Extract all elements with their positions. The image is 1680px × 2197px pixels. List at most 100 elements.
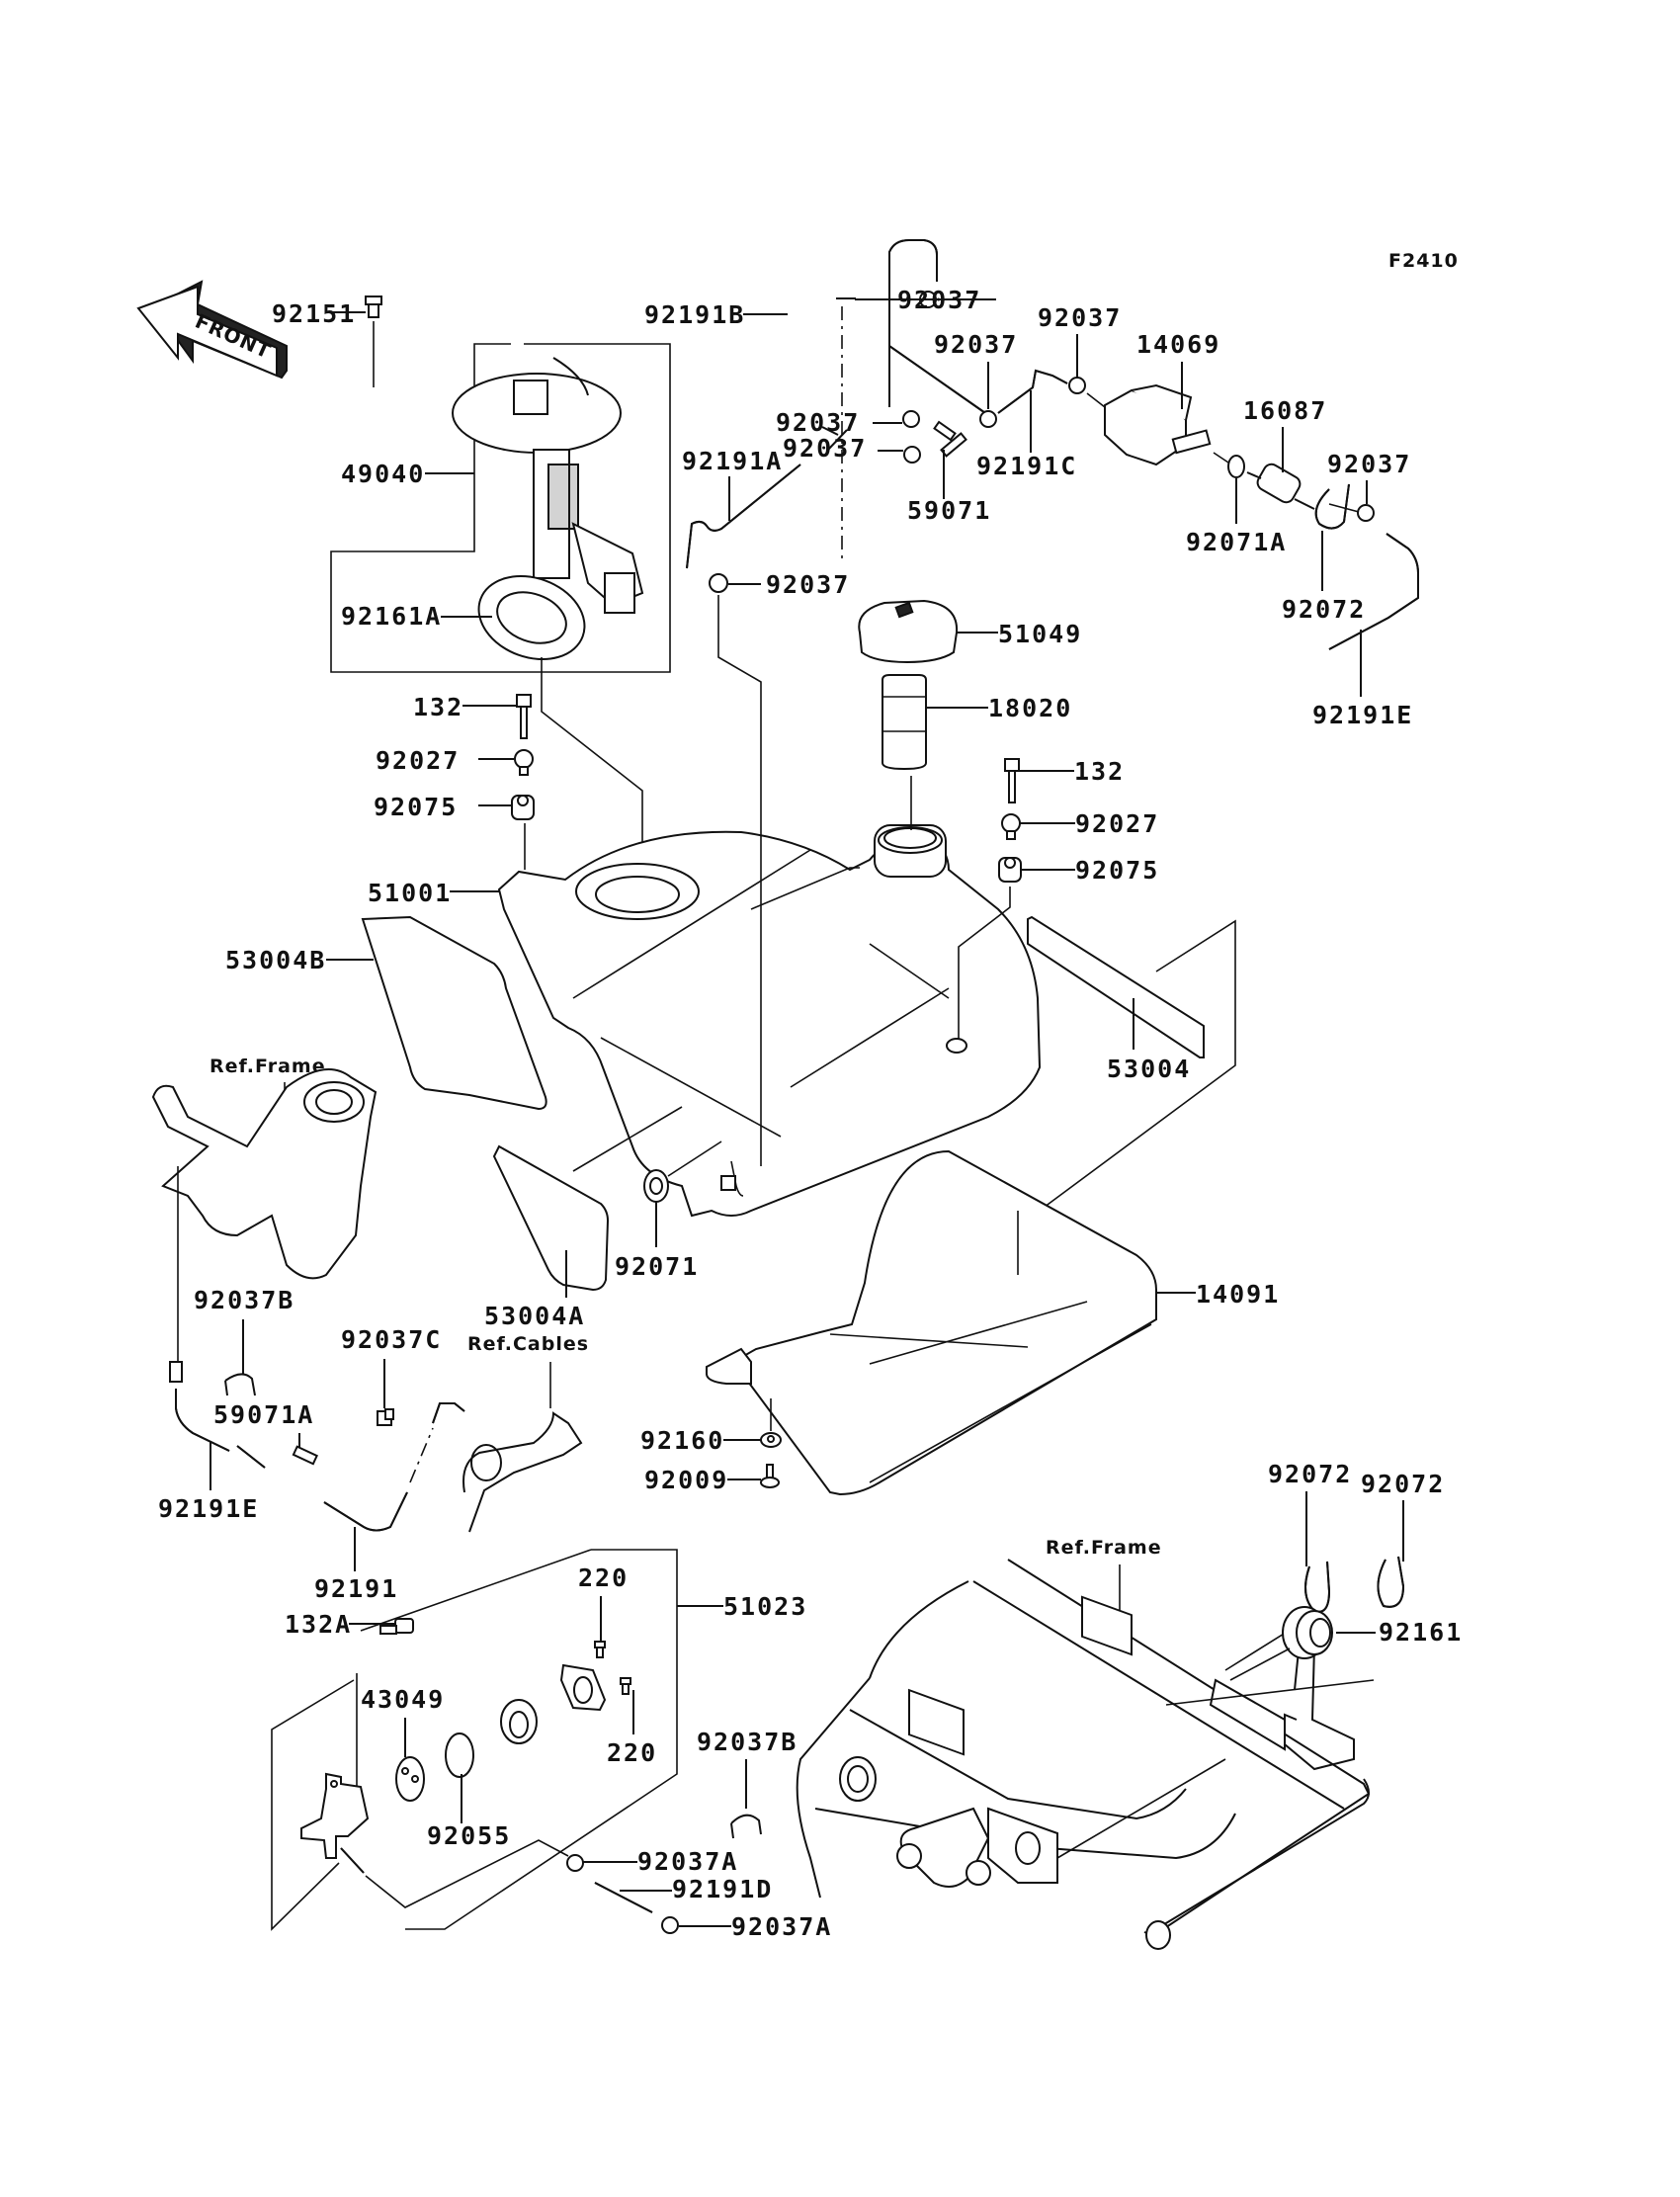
label-59071A[interactable]: 59071A [213,1400,314,1429]
label-92191C[interactable]: 92191C [976,452,1077,480]
part-92027-left[interactable] [514,749,534,776]
hose-92191C[interactable] [997,369,1068,414]
label-43049[interactable]: 43049 [361,1685,445,1714]
label-132-right[interactable]: 132 [1074,757,1125,786]
label-59071[interactable]: 59071 [907,496,991,525]
part-92009[interactable] [760,1464,780,1488]
label-53004A[interactable]: 53004A [484,1302,585,1330]
part-49040[interactable] [452,357,644,614]
label-92191B[interactable]: 92191B [644,300,745,329]
part-strainer[interactable] [500,1699,538,1744]
part-92161[interactable] [1229,1606,1333,1681]
label-220-bottom[interactable]: 220 [607,1738,657,1767]
label-53004[interactable]: 53004 [1107,1055,1191,1083]
part-51001-fuel-tank[interactable] [497,824,1042,1218]
part-92037B-left[interactable] [224,1373,256,1396]
part-92037-lower-left[interactable] [903,446,921,464]
part-92160[interactable] [760,1432,782,1448]
hose-92191D[interactable] [594,1882,653,1913]
label-92075-right[interactable]: 92075 [1075,856,1159,885]
label-92160[interactable]: 92160 [640,1426,724,1455]
part-43049[interactable] [395,1756,425,1802]
label-92027-right[interactable]: 92027 [1075,809,1159,838]
label-92191[interactable]: 92191 [314,1574,398,1603]
label-49040[interactable]: 49040 [341,460,425,488]
label-16087[interactable]: 16087 [1243,396,1327,425]
hose-92191[interactable] [323,1402,465,1532]
label-92037B-left[interactable]: 92037B [194,1286,294,1314]
part-92071[interactable] [643,1141,722,1203]
label-92055[interactable]: 92055 [427,1821,511,1850]
label-92191E-left[interactable]: 92191E [158,1494,259,1523]
label-92037-mid-b[interactable]: 92037 [1038,303,1122,332]
part-92072-right[interactable] [1377,1556,1405,1608]
label-92037-upper-left[interactable]: 92037 [776,408,860,437]
part-92037C[interactable] [377,1408,394,1426]
label-92191E-right[interactable]: 92191E [1312,701,1413,729]
part-92027-right[interactable] [1001,813,1021,840]
label-92037-lower-left[interactable]: 92037 [783,434,867,463]
part-53004A[interactable] [492,1144,610,1292]
label-92075-left[interactable]: 92075 [374,793,458,821]
label-92071A[interactable]: 92071A [1186,528,1287,556]
label-132-left[interactable]: 132 [413,693,463,721]
label-92161[interactable]: 92161 [1379,1618,1463,1647]
part-fuel-cock-body[interactable] [300,1772,370,1874]
part-53004[interactable] [1027,915,1205,1058]
label-92009[interactable]: 92009 [644,1466,728,1494]
part-18020[interactable] [882,674,927,771]
label-92072-right[interactable]: 92072 [1361,1470,1445,1498]
label-53004B[interactable]: 53004B [225,946,326,974]
part-92037-mid-a[interactable] [979,410,997,428]
part-16087[interactable] [1246,462,1315,510]
label-92037A-bottom[interactable]: 92037A [731,1912,832,1941]
label-92071[interactable]: 92071 [615,1252,699,1281]
part-220-top[interactable] [594,1641,606,1658]
hose-92191E-right[interactable] [1328,533,1419,650]
label-92072-top[interactable]: 92072 [1282,595,1366,624]
part-92071A[interactable] [1213,452,1245,478]
hose-92191A[interactable] [686,464,801,569]
label-92151[interactable]: 92151 [272,299,356,328]
part-92037B-bottom[interactable] [730,1814,762,1839]
part-92037-filler[interactable] [709,573,728,593]
part-51049[interactable] [858,599,959,664]
part-92075-right[interactable] [998,857,1022,883]
part-132A[interactable] [379,1618,414,1635]
part-59071[interactable] [821,426,848,451]
label-51001[interactable]: 51001 [368,879,452,907]
label-92037B-bottom[interactable]: 92037B [697,1728,798,1756]
part-132-right[interactable] [1004,758,1020,803]
label-220-top[interactable]: 220 [578,1563,629,1592]
label-92037A-top[interactable]: 92037A [637,1847,738,1876]
part-14069[interactable] [1086,383,1212,466]
label-92072-left[interactable]: 92072 [1268,1460,1352,1488]
part-92055[interactable] [445,1732,474,1778]
label-14069[interactable]: 14069 [1136,330,1220,359]
label-92191A[interactable]: 92191A [682,447,783,475]
part-92037-right[interactable] [1328,503,1375,522]
hose-92191B[interactable] [888,239,989,416]
part-92151[interactable] [365,296,382,387]
label-132A[interactable]: 132A [285,1610,352,1639]
part-92161A[interactable] [467,562,597,674]
part-92037A-top[interactable] [566,1854,584,1872]
part-92037-mid-b[interactable] [1068,377,1086,394]
label-92037-right[interactable]: 92037 [1327,450,1411,478]
label-14091[interactable]: 14091 [1196,1280,1280,1309]
part-14091[interactable] [706,1149,1157,1496]
part-53004B[interactable] [361,915,547,1111]
label-92161A[interactable]: 92161A [341,602,442,631]
part-cock-plate[interactable] [559,1663,607,1712]
part-92075-left[interactable] [511,795,535,820]
hose-92191E-left[interactable] [169,1361,266,1469]
part-220-bottom[interactable] [620,1677,631,1695]
label-92027-left[interactable]: 92027 [376,746,460,775]
label-51049[interactable]: 51049 [998,620,1082,648]
part-92037A-bottom[interactable] [661,1916,679,1934]
part-132-left[interactable] [516,694,532,739]
label-92037-filler[interactable]: 92037 [766,570,850,599]
part-92037-upper-left[interactable] [902,410,920,428]
label-92037-mid-a[interactable]: 92037 [934,330,1018,359]
part-59071A[interactable] [292,1445,318,1466]
